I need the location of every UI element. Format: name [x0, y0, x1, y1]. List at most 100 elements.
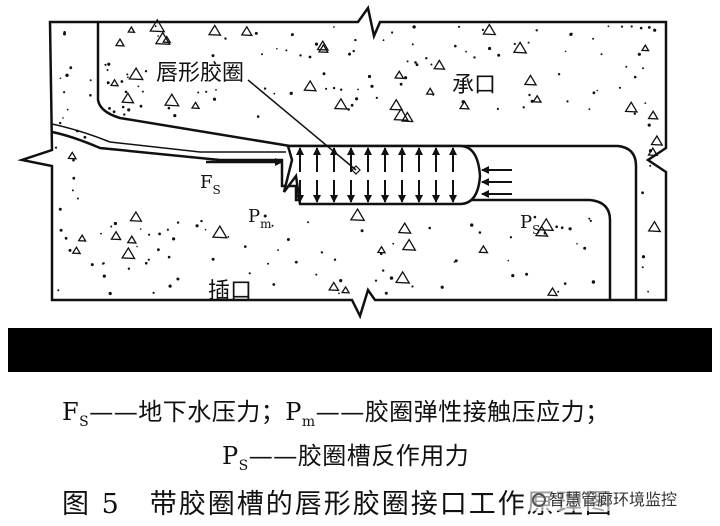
concrete-speck [89, 79, 92, 82]
concrete-speck [591, 280, 596, 284]
concrete-aggregate [532, 94, 543, 103]
concrete-aggregate [128, 66, 144, 81]
concrete-speck [527, 41, 530, 44]
legend-fs-symbol: FS [62, 398, 90, 430]
concrete-speck [154, 25, 157, 28]
concrete-speck [139, 228, 142, 230]
concrete-speck [276, 48, 278, 50]
concrete-speck [286, 238, 290, 241]
concrete-aggregate [190, 101, 201, 110]
concrete-speck [583, 246, 587, 250]
concrete-speck [172, 237, 176, 241]
concrete-speck [144, 70, 148, 73]
concrete-aggregate [647, 109, 659, 120]
concrete-speck [158, 232, 162, 236]
concrete-speck [513, 42, 516, 46]
concrete-speck [557, 73, 561, 76]
concrete-speck [569, 32, 573, 37]
concrete-speck [272, 283, 276, 286]
concrete-speck [212, 97, 217, 101]
concrete-speck [357, 88, 359, 91]
concrete-speck [89, 94, 92, 97]
concrete-speck [411, 43, 414, 46]
concrete-aggregate [149, 18, 166, 33]
concrete-speck [68, 248, 72, 252]
concrete-speck [76, 197, 79, 200]
fs-label: FS [200, 172, 221, 197]
concrete-aggregate [534, 225, 549, 237]
outer-boundary [17, 4, 668, 320]
concrete-aggregate [163, 92, 180, 107]
concrete-speck [254, 31, 258, 35]
concrete-speck [267, 262, 270, 265]
concrete-speck [641, 191, 644, 195]
concrete-speck [168, 284, 172, 288]
concrete-speck [147, 258, 150, 261]
concrete-speck [533, 215, 537, 219]
concrete-speck [339, 279, 343, 283]
concrete-aggregate [207, 24, 222, 36]
concrete-aggregate [333, 97, 349, 110]
concrete-aggregate [211, 224, 228, 239]
concrete-speck [509, 236, 513, 239]
concrete-speck [285, 49, 288, 52]
concrete-speck [453, 261, 456, 263]
concrete-speck [224, 37, 227, 40]
concrete-speck [205, 90, 208, 93]
concrete-aggregate [482, 23, 497, 36]
concrete-speck [414, 61, 417, 64]
concrete-speck [66, 108, 69, 111]
concrete-speck [157, 35, 159, 37]
concrete-aggregate [328, 281, 340, 292]
concrete-speck [123, 113, 126, 116]
concrete-speck [589, 219, 592, 222]
concrete-speck [347, 108, 350, 111]
legend-pm-text: ——胶圈弹性接触压应力； [315, 398, 610, 426]
concrete-speck [315, 273, 318, 276]
gasket-center-marker [351, 165, 361, 175]
ps-label: PS [520, 212, 540, 237]
concrete-speck [200, 219, 203, 223]
concrete-aggregate [523, 74, 538, 86]
concrete-aggregate [647, 146, 659, 157]
concrete-aggregate [114, 37, 126, 47]
concrete-speck [289, 91, 293, 95]
black-band [8, 328, 712, 372]
concrete-speck [543, 231, 547, 235]
concrete-speck [167, 255, 171, 259]
concrete-speck [101, 263, 104, 265]
concrete-aggregate [349, 207, 366, 222]
concrete-speck [620, 25, 624, 28]
concrete-speck [195, 224, 199, 228]
concrete-speck [64, 236, 68, 240]
concrete-speck [65, 73, 69, 78]
concrete-speck [338, 292, 340, 295]
concrete-speck [384, 291, 388, 295]
concrete-speck [83, 135, 87, 139]
concrete-speck [72, 176, 76, 180]
concrete-speck [392, 242, 395, 245]
concrete-speck [488, 46, 492, 51]
concrete-speck [607, 25, 610, 28]
concrete-speck [588, 108, 591, 111]
concrete-speck [404, 76, 408, 80]
concrete-aggregate [433, 59, 446, 70]
concrete-speck [106, 69, 109, 71]
concrete-aggregate [162, 35, 172, 44]
concrete-speck [320, 251, 324, 254]
concrete-speck [454, 44, 457, 48]
concrete-speck [69, 66, 73, 70]
concrete-speck [511, 274, 515, 278]
concrete-speck [644, 102, 647, 104]
concrete-speck [290, 33, 294, 37]
concrete-speck [261, 53, 263, 56]
concrete-aggregate [393, 70, 405, 80]
concrete-speck [430, 63, 433, 66]
legend-ps-symbol: PS [222, 442, 249, 474]
concrete-speck [271, 224, 274, 227]
concrete-speck [354, 38, 357, 42]
concrete-speck [322, 72, 326, 76]
concrete-speck [348, 52, 351, 56]
concrete-speck [307, 221, 310, 224]
